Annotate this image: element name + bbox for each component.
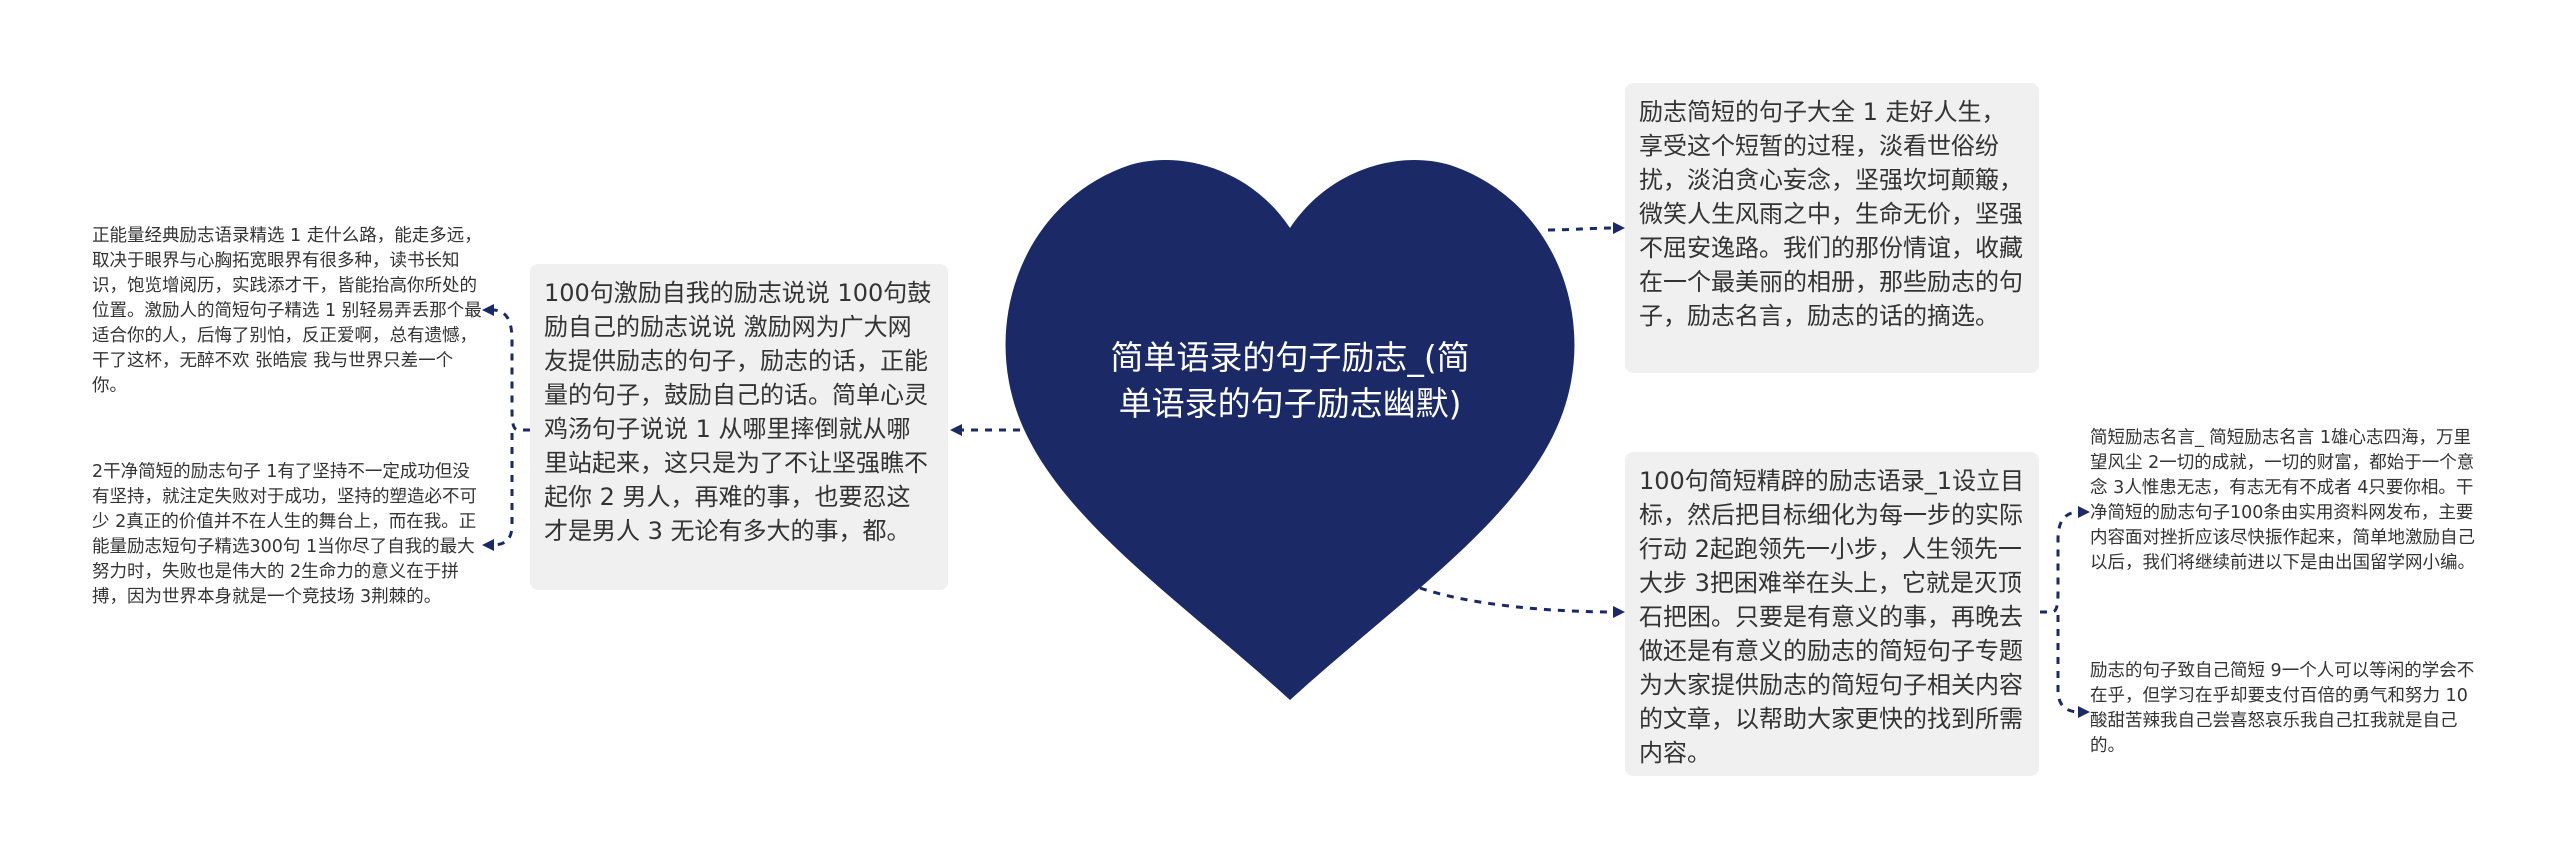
connector-left-child-1 [491, 308, 530, 432]
topic-right-bottom[interactable]: 100句简短精辟的励志语录_1设立目标，然后把目标细化为每一步的实际行动 2起跑… [1625, 452, 2039, 776]
connector-right-bottom-child-2 [2056, 615, 2081, 714]
arrowhead-left-child-2 [482, 539, 494, 551]
arrowhead-right-bottom [1613, 606, 1625, 618]
subtopic-right-bottom-1[interactable]: 简短励志名言_ 简短励志名言 1雄心志四海，万里望风尘 2一切的成就，一切的财富… [2090, 428, 2475, 573]
topic-left[interactable]: 100句激励自我的励志说说 100句鼓励自己的励志说说 激励网为广大网友提供励志… [530, 264, 948, 590]
arrowhead-right-top [1613, 222, 1625, 234]
subtopic-right-bottom-2[interactable]: 励志的句子致自己简短 9一个人可以等闲的学会不在乎，但学习在乎却要支付百倍的勇气… [2090, 661, 2475, 756]
arrowhead-left-child-1 [482, 304, 494, 316]
connector-center-right-bottom [1419, 586, 1616, 614]
connector-right-bottom-child-1 [2040, 510, 2081, 614]
heart-shape[interactable] [1005, 159, 1575, 700]
arrowhead-right-bottom-child-2 [2078, 706, 2090, 718]
connector-left-child-2 [491, 433, 514, 547]
arrowhead-left [950, 424, 962, 436]
central-topic-title[interactable]: 简单语录的句子励志_(简单语录的句子励志幽默) [1110, 338, 1470, 423]
subtopic-left-2[interactable]: 2干净简短的励志句子 1有了坚持不一定成功但没有坚持，就注定失败对于成功，坚持的… [92, 462, 477, 607]
arrowhead-right-bottom-child-1 [2078, 506, 2090, 518]
subtopic-left-1[interactable]: 正能量经典励志语录精选 1 走什么路，能走多远，取决于眼界与心胸拓宽眼界有很多种… [92, 226, 482, 396]
topic-right-top[interactable]: 励志简短的句子大全 1 走好人生，享受这个短暂的过程，淡看世俗纷扰，淡泊贪心妄念… [1625, 83, 2039, 373]
connector-center-right-top [1547, 226, 1616, 232]
